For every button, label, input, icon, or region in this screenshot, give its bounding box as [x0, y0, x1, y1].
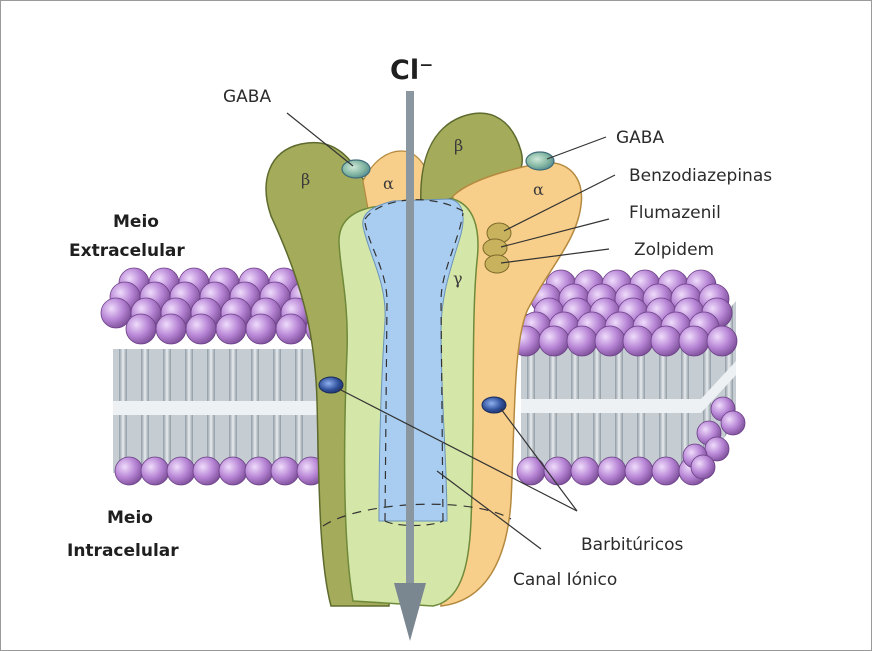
modulator-binding-site	[483, 223, 511, 273]
subunit-alpha-left-label: α	[383, 174, 394, 193]
benzodiazepinas-label: Benzodiazepinas	[629, 166, 772, 186]
lipid-head	[167, 457, 195, 485]
zolpidem-label: Zolpidem	[634, 240, 714, 260]
lipid-head	[193, 457, 221, 485]
lipid-head	[276, 314, 306, 344]
lipid-head	[186, 314, 216, 344]
lipid-head	[219, 457, 247, 485]
lipid-head	[156, 314, 186, 344]
subunit-alpha-right-label: α	[533, 180, 544, 199]
arrow-shaft	[406, 91, 414, 583]
barbiturate-site-left	[319, 377, 343, 393]
lipid-head	[216, 314, 246, 344]
lipid-head	[126, 314, 156, 344]
leader-gaba-right	[547, 137, 606, 159]
lipid-head	[721, 411, 745, 435]
gaba-binding-site-right	[526, 152, 554, 170]
intracellular-label-line2: Intracelular	[67, 541, 179, 561]
lipid-head	[707, 326, 737, 356]
lipid-head	[651, 326, 681, 356]
lipid-head	[595, 326, 625, 356]
arrow-head	[394, 583, 426, 641]
lipid-head	[544, 457, 572, 485]
lipid-head	[245, 457, 273, 485]
lipid-head	[625, 457, 653, 485]
subunit-beta-left-label: β	[301, 170, 310, 189]
lipid-head	[679, 326, 709, 356]
subunit-beta-right-label: β	[454, 136, 463, 155]
lipid-head	[141, 457, 169, 485]
extracellular-label-line2: Extracelular	[69, 241, 185, 261]
lipid-head	[652, 457, 680, 485]
lipid-head	[567, 326, 597, 356]
lipid-head	[115, 457, 143, 485]
lipid-head	[539, 326, 569, 356]
lipid-head	[691, 455, 715, 479]
lipid-head	[101, 298, 131, 328]
gaba-binding-site-left	[342, 160, 370, 178]
extracellular-label-line1: Meio	[113, 212, 159, 232]
canal-ionico-label: Canal Iónico	[513, 570, 617, 590]
gaba-left-label: GABA	[223, 87, 271, 107]
lipid-head	[598, 457, 626, 485]
lipid-head	[571, 457, 599, 485]
lipid-head	[517, 457, 545, 485]
zolpidem-site	[485, 255, 509, 273]
subunit-gamma-label: γ	[453, 269, 463, 288]
flumazenil-site	[483, 239, 507, 257]
chloride-ion-label: Cl⁻	[390, 55, 433, 86]
intracellular-label-line1: Meio	[107, 508, 153, 528]
flumazenil-label: Flumazenil	[629, 203, 721, 223]
lipid-head	[246, 314, 276, 344]
lipid-head	[271, 457, 299, 485]
lipid-head	[623, 326, 653, 356]
lipid-bilayer-right	[511, 270, 745, 485]
gaba-right-label: GABA	[616, 128, 664, 148]
bilayer-midline-left	[113, 401, 333, 415]
barbituricos-label: Barbitúricos	[581, 535, 683, 555]
